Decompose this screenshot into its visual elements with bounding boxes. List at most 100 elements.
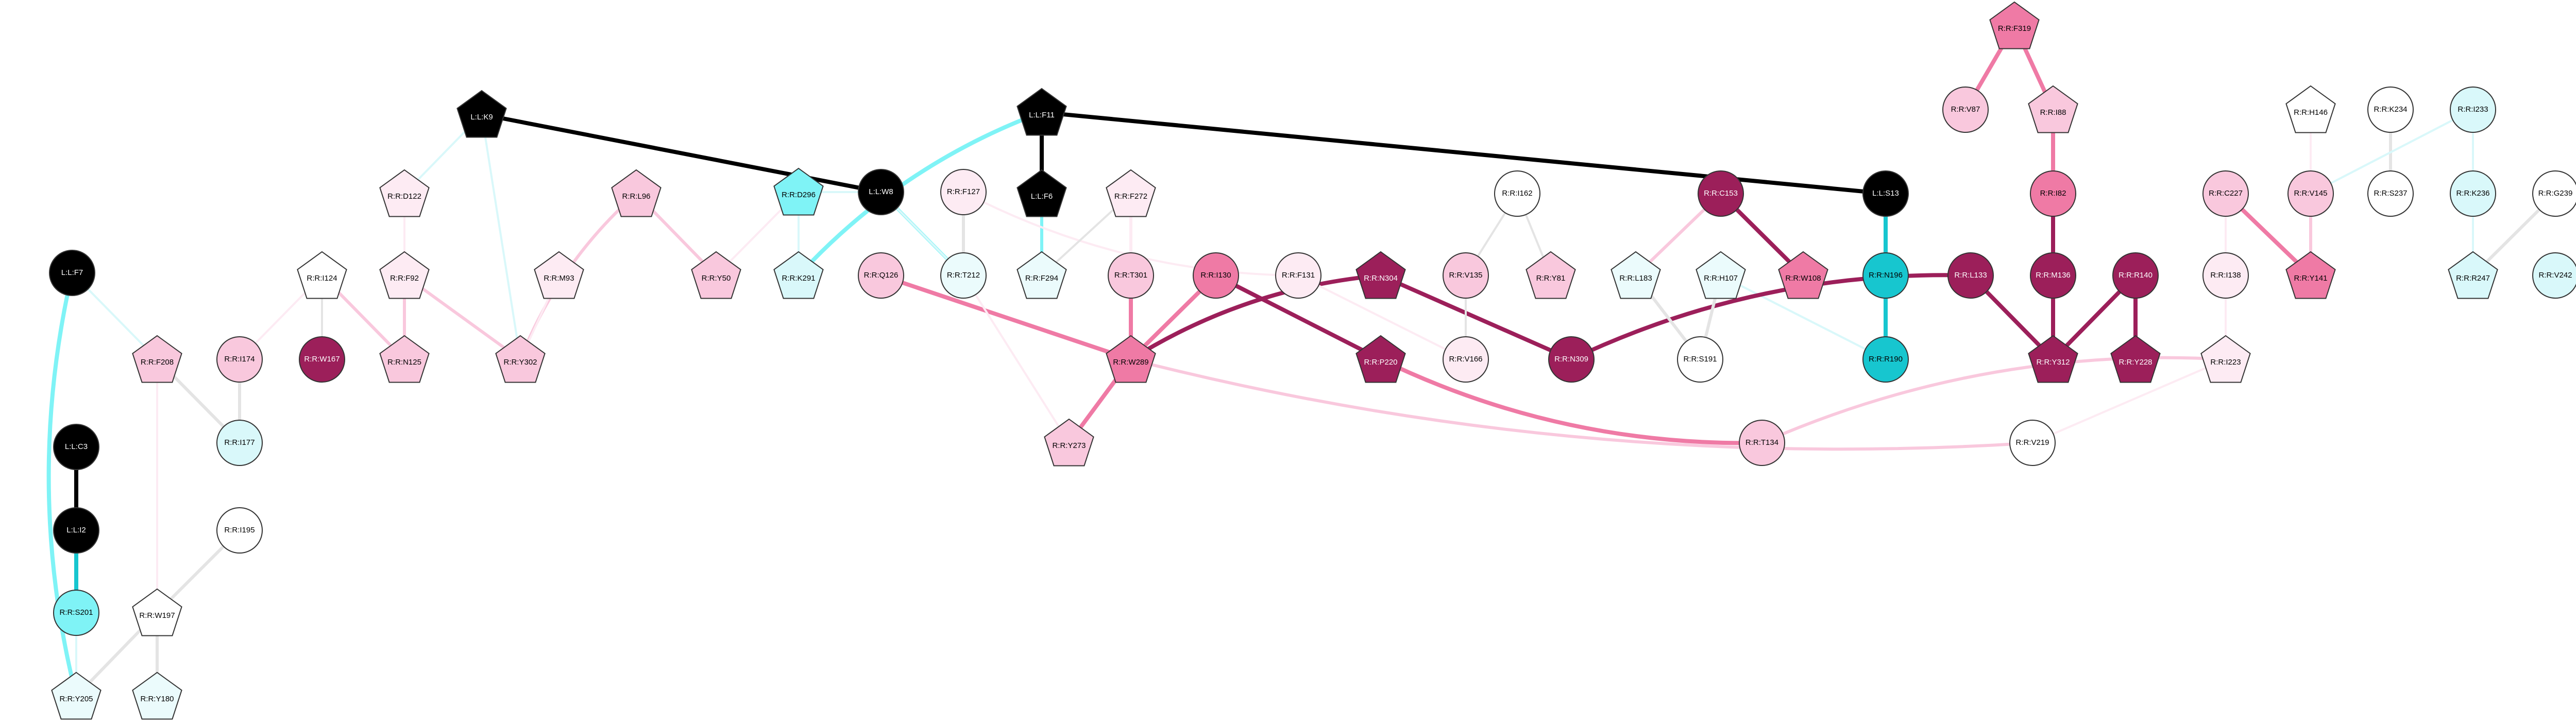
node-circle-shape (1548, 336, 1595, 383)
node-r-r-c153[interactable]: R:R:C153 (1698, 170, 1744, 217)
node-circle-shape (216, 336, 263, 383)
node-r-r-w197[interactable]: R:R:W197 (132, 588, 182, 636)
node-r-r-f294[interactable]: R:R:F294 (1016, 251, 1067, 299)
node-r-r-n304[interactable]: R:R:N304 (1355, 251, 1406, 299)
node-r-r-k236[interactable]: R:R:K236 (2450, 170, 2496, 217)
node-l-l-k9[interactable]: L:L:K9 (456, 90, 507, 138)
node-r-r-f272[interactable]: R:R:F272 (1106, 169, 1156, 217)
node-label: L:L:C3 (65, 442, 88, 451)
node-r-r-l133[interactable]: R:R:L133 (1947, 252, 1994, 299)
node-r-r-f208[interactable]: R:R:F208 (132, 335, 182, 383)
node-pentagon-shape (1355, 335, 1406, 383)
node-r-r-i138[interactable]: R:R:I138 (2202, 252, 2249, 299)
node-r-r-v87[interactable]: R:R:V87 (1942, 87, 1989, 133)
node-r-r-y302[interactable]: R:R:Y302 (495, 335, 546, 383)
node-r-r-i195[interactable]: R:R:I195 (216, 507, 263, 554)
node-label: R:R:I174 (224, 355, 255, 364)
node-l-l-f7[interactable]: L:L:F7 (49, 250, 95, 296)
node-r-r-w108[interactable]: R:R:W108 (1778, 251, 1828, 299)
node-r-r-f92[interactable]: R:R:F92 (379, 251, 430, 299)
node-label: R:R:W197 (139, 611, 175, 620)
node-circle-shape (2367, 170, 2414, 217)
node-circle-shape (299, 336, 345, 383)
node-r-r-y228[interactable]: R:R:Y228 (2110, 335, 2161, 383)
node-label: L:L:I2 (66, 526, 86, 534)
node-r-r-i88[interactable]: R:R:I88 (2028, 85, 2078, 133)
node-r-r-k234[interactable]: R:R:K234 (2367, 87, 2414, 133)
node-r-r-d122[interactable]: R:R:D122 (379, 169, 430, 217)
node-label: R:R:I82 (2040, 189, 2066, 198)
node-r-r-g239[interactable]: R:R:G239 (2532, 170, 2576, 217)
node-r-r-y141[interactable]: R:R:Y141 (2285, 251, 2336, 299)
node-r-r-r190[interactable]: R:R:R190 (1862, 336, 1909, 383)
node-r-r-r247[interactable]: R:R:R247 (2448, 251, 2498, 299)
node-label: R:R:Y141 (2294, 274, 2327, 283)
node-r-r-m93[interactable]: R:R:M93 (534, 251, 584, 299)
node-r-r-y180[interactable]: R:R:Y180 (132, 671, 182, 720)
node-r-r-f127[interactable]: R:R:F127 (940, 169, 987, 215)
node-r-r-s201[interactable]: R:R:S201 (53, 590, 99, 636)
node-r-r-k291[interactable]: R:R:K291 (773, 251, 824, 299)
node-r-r-q126[interactable]: R:R:Q126 (858, 252, 904, 299)
node-r-r-l96[interactable]: R:R:L96 (611, 169, 662, 217)
node-r-r-h107[interactable]: R:R:H107 (1696, 251, 1746, 299)
node-r-r-i162[interactable]: R:R:I162 (1494, 170, 1540, 217)
node-r-r-i82[interactable]: R:R:I82 (2030, 170, 2076, 217)
node-r-r-v242[interactable]: R:R:V242 (2532, 252, 2576, 299)
node-r-r-f319[interactable]: R:R:F319 (1989, 1, 2040, 49)
node-pentagon-shape (773, 251, 824, 299)
node-pentagon-shape (495, 335, 546, 383)
node-r-r-n125[interactable]: R:R:N125 (379, 335, 430, 383)
node-r-r-r140[interactable]: R:R:R140 (2112, 252, 2159, 299)
node-r-r-i124[interactable]: R:R:I124 (297, 251, 347, 299)
node-r-r-f131[interactable]: R:R:F131 (1275, 252, 1321, 299)
node-r-r-h146[interactable]: R:R:H146 (2285, 85, 2336, 133)
node-r-r-l183[interactable]: R:R:L183 (1611, 251, 1661, 299)
node-l-l-s13[interactable]: L:L:S13 (1862, 170, 1909, 217)
node-r-r-n196[interactable]: R:R:N196 (1862, 252, 1909, 299)
node-r-r-i223[interactable]: R:R:I223 (2200, 335, 2251, 383)
node-r-r-w289[interactable]: R:R:W289 (1106, 335, 1156, 383)
node-r-r-y273[interactable]: R:R:Y273 (1044, 418, 1094, 467)
node-r-r-n309[interactable]: R:R:N309 (1548, 336, 1595, 383)
node-r-r-c227[interactable]: R:R:C227 (2202, 170, 2249, 217)
node-r-r-m136[interactable]: R:R:M136 (2030, 252, 2076, 299)
node-l-l-f6[interactable]: L:L:F6 (1016, 169, 1067, 217)
node-r-r-p220[interactable]: R:R:P220 (1355, 335, 1406, 383)
node-l-l-f11[interactable]: L:L:F11 (1016, 88, 1067, 136)
node-r-r-v135[interactable]: R:R:V135 (1443, 252, 1489, 299)
node-r-r-v219[interactable]: R:R:V219 (2009, 420, 2056, 466)
node-r-r-i233[interactable]: R:R:I233 (2450, 87, 2496, 133)
node-r-r-t212[interactable]: R:R:T212 (940, 252, 987, 299)
node-pentagon-shape (1355, 251, 1406, 299)
node-r-r-y81[interactable]: R:R:Y81 (1526, 251, 1576, 299)
node-label: R:R:R247 (2456, 274, 2490, 283)
node-pentagon-shape (534, 251, 584, 299)
node-r-r-i174[interactable]: R:R:I174 (216, 336, 263, 383)
node-l-l-c3[interactable]: L:L:C3 (53, 424, 99, 470)
node-r-r-i177[interactable]: R:R:I177 (216, 420, 263, 466)
node-r-r-w167[interactable]: R:R:W167 (299, 336, 345, 383)
node-label: R:R:K234 (2374, 105, 2407, 114)
node-r-r-i130[interactable]: R:R:I130 (1193, 252, 1239, 299)
node-r-r-s191[interactable]: R:R:S191 (1677, 336, 1723, 383)
node-r-r-t134[interactable]: R:R:T134 (1739, 420, 1785, 466)
node-r-r-y205[interactable]: R:R:Y205 (51, 671, 101, 720)
node-r-r-d296[interactable]: R:R:D296 (773, 167, 824, 216)
node-r-r-v145[interactable]: R:R:V145 (2287, 170, 2334, 217)
node-r-r-y312[interactable]: R:R:Y312 (2028, 335, 2078, 383)
node-r-r-t301[interactable]: R:R:T301 (1108, 252, 1154, 299)
node-l-l-i2[interactable]: L:L:I2 (53, 507, 99, 554)
node-pentagon-shape (379, 169, 430, 217)
node-pentagon-shape (1106, 335, 1156, 383)
node-r-r-y50[interactable]: R:R:Y50 (691, 251, 741, 299)
node-circle-shape (940, 169, 987, 215)
node-l-l-w8[interactable]: L:L:W8 (858, 169, 904, 215)
node-r-r-s237[interactable]: R:R:S237 (2367, 170, 2414, 217)
edge-r-r-n304-to-r-r-n309 (1379, 273, 1573, 361)
node-pentagon-shape (2200, 335, 2251, 383)
node-r-r-v166[interactable]: R:R:V166 (1443, 336, 1489, 383)
edge-r-r-h107-to-r-r-r190 (1720, 274, 1887, 360)
node-label: R:R:L133 (1954, 271, 1987, 280)
